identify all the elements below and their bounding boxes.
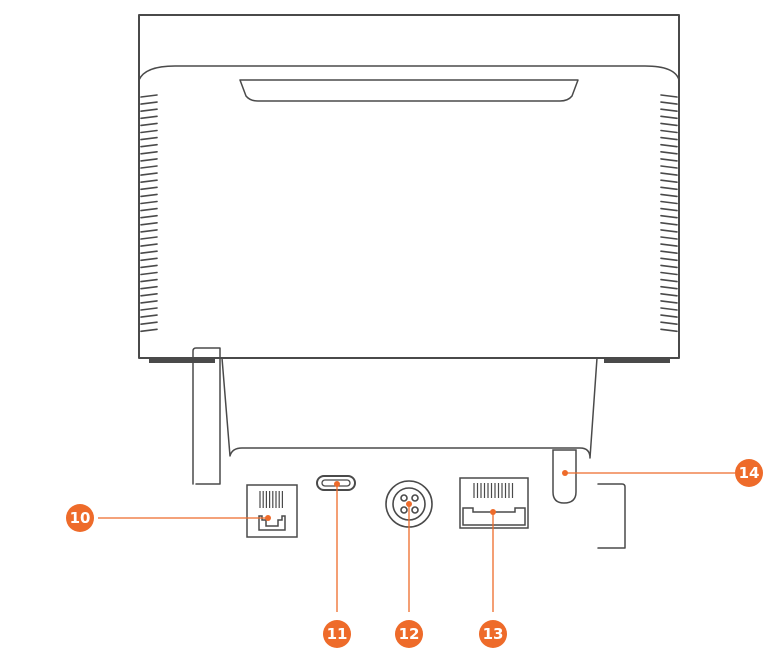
callout-14: 14	[735, 459, 763, 487]
callout-10: 10	[66, 504, 94, 532]
left-vent-grille	[140, 94, 158, 333]
svg-text:13: 13	[483, 625, 504, 643]
rj11-port[interactable]	[246, 484, 298, 538]
svg-text:14: 14	[739, 464, 760, 482]
right-foot	[597, 483, 626, 549]
rj11-pins	[259, 491, 283, 508]
ethernet-port[interactable]	[459, 477, 529, 529]
leader-dot-12	[406, 501, 412, 507]
top-handle-slot	[239, 79, 579, 102]
callout-12: 12	[395, 620, 423, 648]
cash-drawer-slot[interactable]	[552, 449, 577, 504]
printer-body-outline	[138, 14, 680, 359]
ethernet-pins	[473, 483, 514, 498]
svg-text:11: 11	[327, 625, 348, 643]
printer-top-shoulder	[138, 65, 680, 81]
right-base-strip	[604, 358, 670, 363]
right-vent-grille	[660, 94, 678, 333]
leader-dot-13	[490, 509, 496, 515]
callout-11: 11	[323, 620, 351, 648]
port-housing-outline	[221, 357, 598, 459]
leader-dot-11	[334, 481, 340, 487]
callout-13: 13	[479, 620, 507, 648]
svg-text:12: 12	[399, 625, 420, 643]
svg-text:10: 10	[70, 509, 91, 527]
leader-dot-14	[562, 470, 568, 476]
leader-dot-10	[265, 515, 271, 521]
left-foot	[192, 347, 221, 485]
left-base-strip	[149, 358, 215, 363]
